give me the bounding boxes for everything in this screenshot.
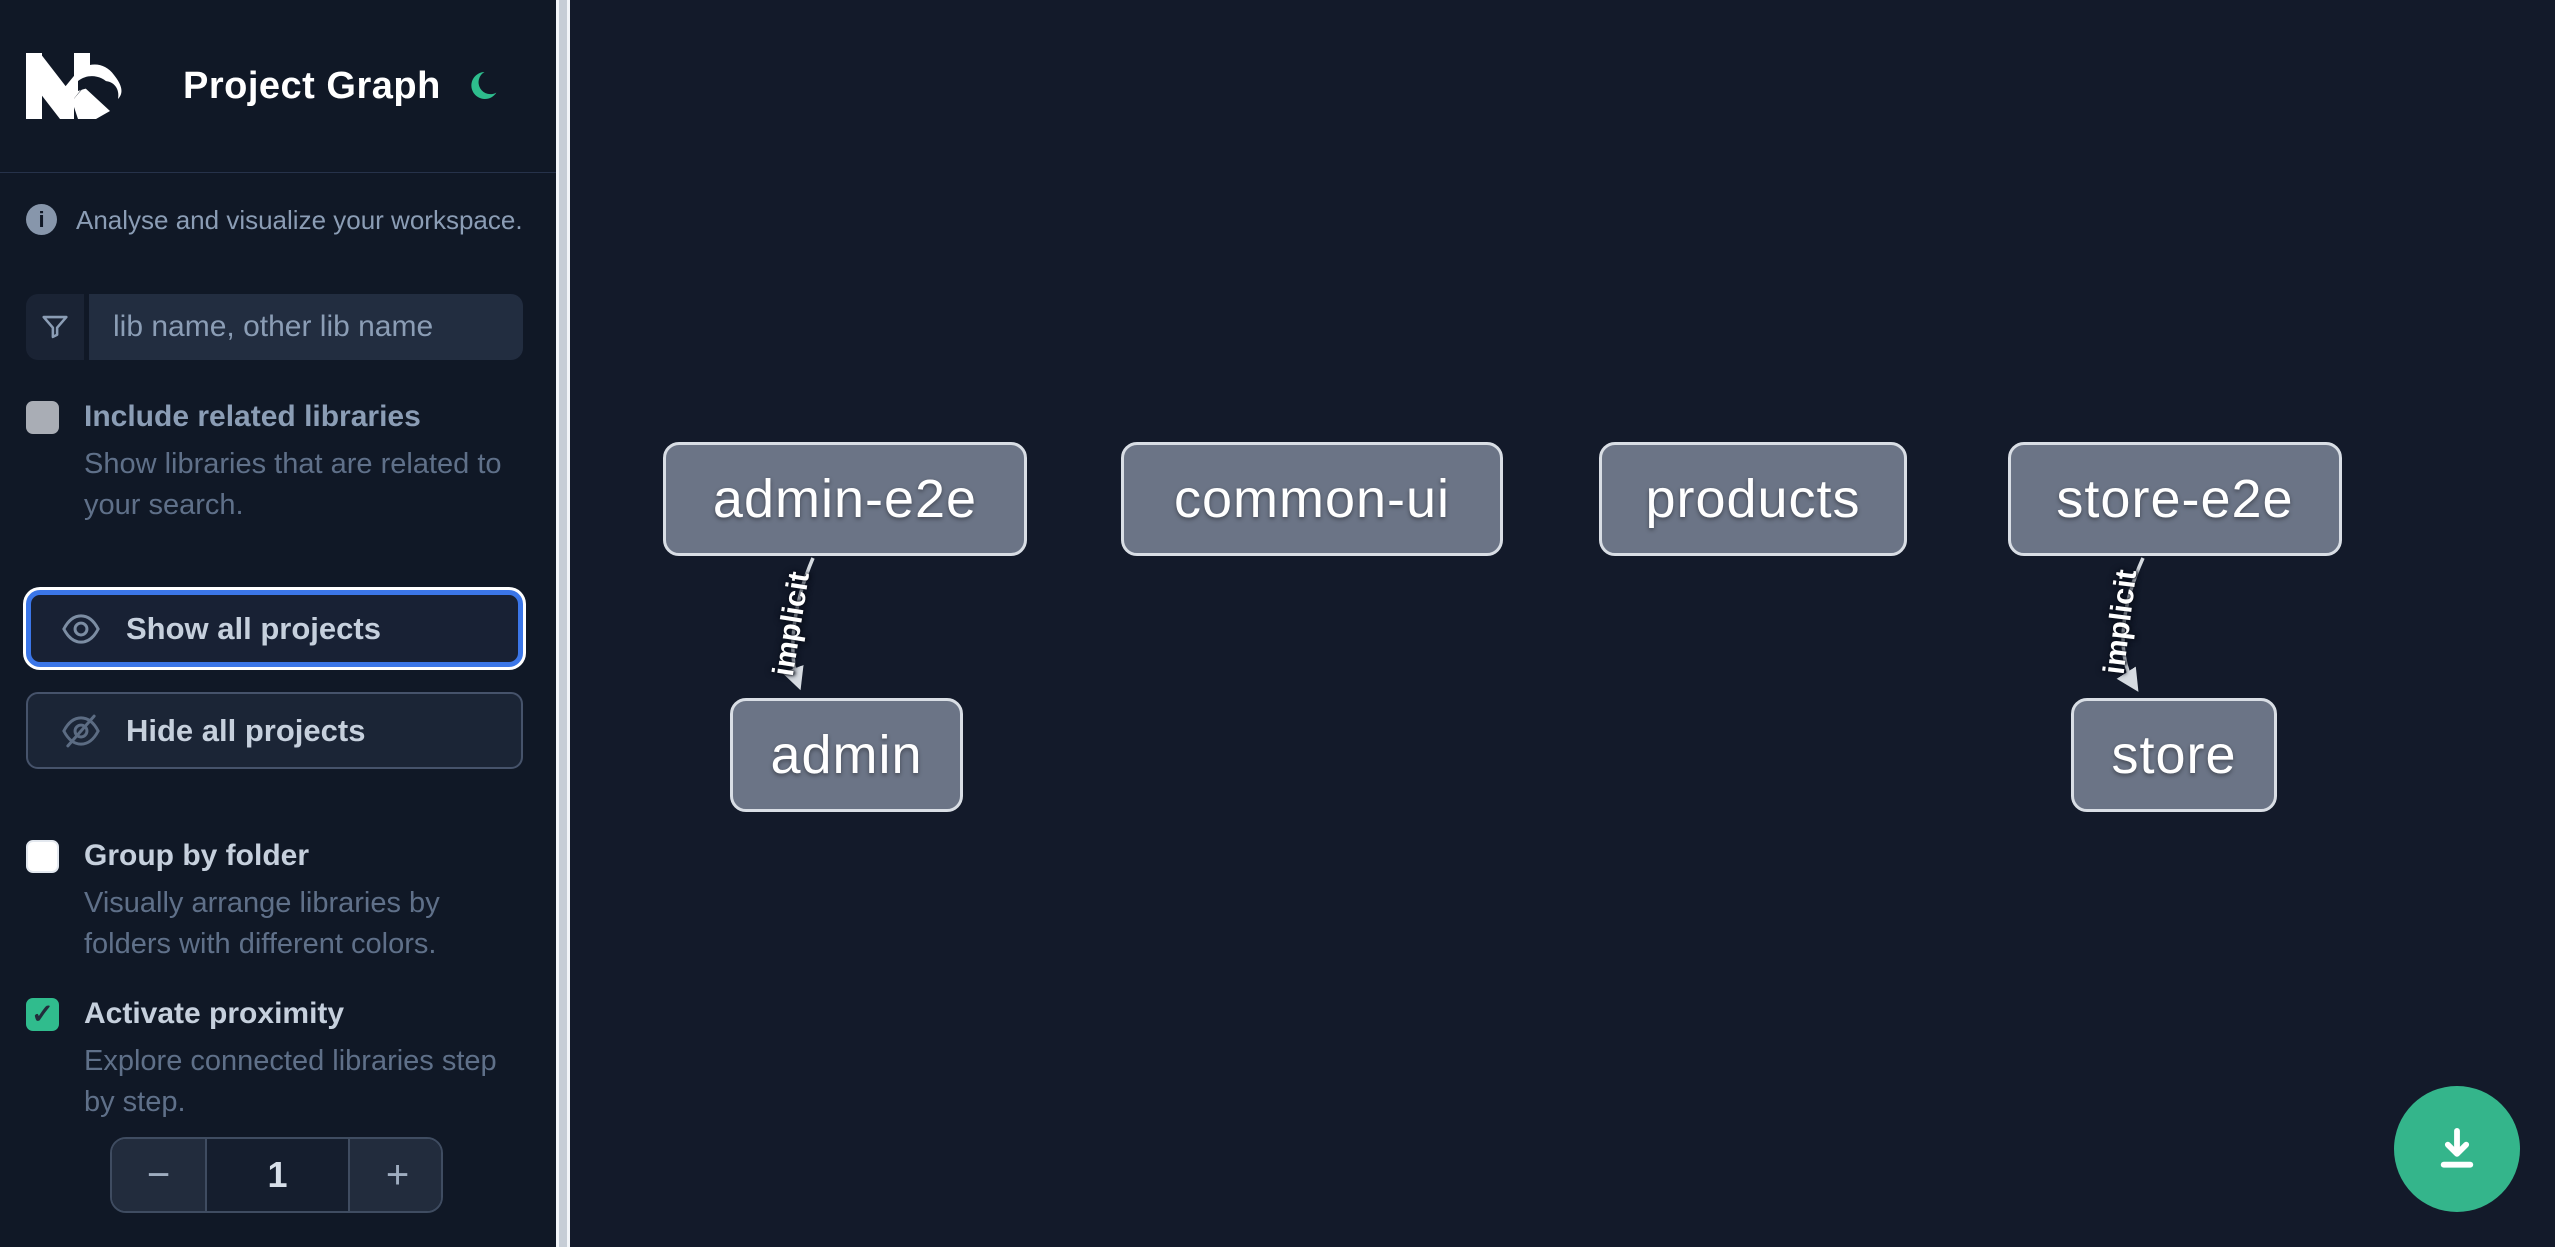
graph-node-store-e2e[interactable]: store-e2e: [2008, 442, 2342, 556]
theme-toggle-button[interactable]: [464, 66, 504, 106]
graph-edge-admin-e2e-admin: [782, 557, 815, 691]
graph-node-admin-e2e[interactable]: admin-e2e: [663, 442, 1027, 556]
intro-text: Analyse and visualize your workspace.: [76, 205, 523, 235]
option-label: Activate proximity: [84, 997, 345, 1030]
graph-node-products[interactable]: products: [1599, 442, 1907, 556]
checkbox-activate-proximity[interactable]: ✓: [26, 998, 59, 1031]
info-icon: i: [26, 204, 57, 235]
sidebar-header: Project Graph: [0, 0, 556, 173]
eye-icon: [62, 613, 100, 644]
decrement-button[interactable]: −: [112, 1139, 207, 1211]
check-icon: ✓: [31, 999, 54, 1029]
graph-edges: [782, 557, 2145, 692]
increment-button[interactable]: +: [348, 1139, 441, 1211]
option-description: Visually arrange libraries by folders wi…: [84, 887, 440, 960]
nx-logo: [26, 53, 122, 119]
search-box: [26, 294, 523, 360]
sidebar: Project Graph i Analyse and visualize yo…: [0, 0, 556, 1247]
graph-node-admin[interactable]: admin: [730, 698, 963, 812]
page-title: Project Graph: [183, 64, 441, 107]
moon-icon: [471, 71, 497, 99]
option-label: Include related libraries: [84, 400, 421, 433]
download-graph-button[interactable]: [2394, 1086, 2520, 1212]
hide-all-projects-button[interactable]: Hide all projects: [26, 692, 523, 769]
graph-node-common-ui[interactable]: common-ui: [1121, 442, 1503, 556]
panel-resize-handle[interactable]: [556, 0, 570, 1247]
option-description: Explore connected libraries step by step…: [84, 1045, 497, 1118]
graph-node-store[interactable]: store: [2071, 698, 2277, 812]
option-label: Group by folder: [84, 839, 309, 872]
option-include-related[interactable]: ✓ Include related libraries Show librari…: [26, 400, 523, 526]
stepper-value: 1: [207, 1139, 348, 1211]
option-group-by-folder[interactable]: ✓ Group by folder Visually arrange libra…: [26, 839, 523, 965]
search-input[interactable]: [89, 294, 523, 360]
proximity-depth-stepper: − 1 +: [110, 1137, 443, 1213]
eye-off-icon: [62, 714, 100, 747]
option-description: Show libraries that are related to your …: [84, 448, 502, 521]
download-icon: [2440, 1127, 2474, 1168]
checkbox-group-by-folder[interactable]: ✓: [26, 840, 59, 873]
checkbox-include-related[interactable]: ✓: [26, 401, 59, 434]
graph-edge-store-e2e-store: [2116, 557, 2145, 692]
show-all-projects-button[interactable]: Show all projects: [26, 590, 523, 667]
intro-row: i Analyse and visualize your workspace.: [26, 204, 523, 236]
option-activate-proximity[interactable]: ✓ Activate proximity Explore connected l…: [26, 997, 523, 1123]
filter-funnel-icon: [26, 294, 89, 360]
